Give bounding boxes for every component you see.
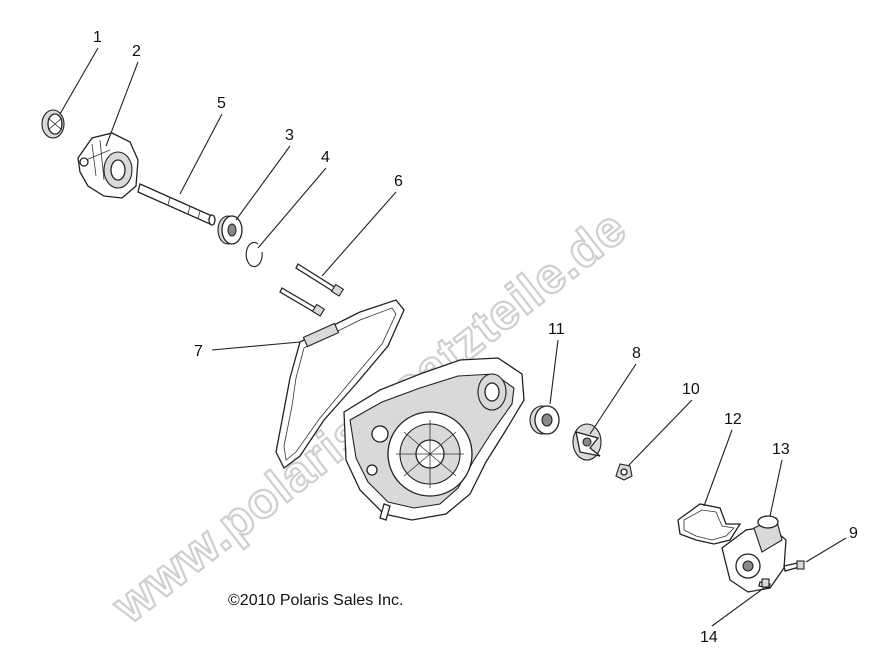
part-13-pump-cover [721, 515, 787, 593]
part-9-bolt [783, 560, 805, 572]
leader-9 [805, 537, 847, 563]
leader-5 [179, 113, 223, 195]
part-7-gasket [275, 299, 405, 469]
part-12-o-ring [677, 503, 742, 545]
leader-11 [549, 339, 559, 405]
part-6-bolts [279, 263, 345, 317]
callout-9: 9 [849, 525, 858, 542]
leader-3 [235, 145, 291, 221]
callout-5: 5 [217, 95, 226, 112]
leader-6 [321, 191, 397, 277]
part-3-bearing [217, 215, 243, 245]
part-10-nut [615, 463, 633, 481]
callout-7: 7 [194, 343, 203, 360]
leader-1 [59, 47, 99, 115]
leader-13 [769, 459, 783, 517]
part-11-seal [529, 405, 560, 435]
leader-12 [703, 429, 733, 507]
callout-2: 2 [132, 43, 141, 60]
leader-4 [257, 167, 327, 249]
part-2-pump-housing [77, 132, 139, 199]
callout-3: 3 [285, 127, 294, 144]
leader-8 [589, 363, 637, 435]
leader-14 [711, 587, 765, 627]
callout-11: 11 [548, 321, 565, 338]
part-4-snap-ring [245, 242, 263, 268]
callout-4: 4 [321, 149, 330, 166]
callout-13: 13 [772, 441, 790, 458]
callout-12: 12 [724, 411, 742, 428]
crankcase-cover [343, 357, 525, 521]
callout-labels: 1 2 3 4 5 6 7 8 9 10 11 12 13 14 [93, 29, 858, 646]
part-8-impeller [572, 423, 602, 461]
leader-2 [105, 61, 139, 147]
callout-6: 6 [394, 173, 403, 190]
leader-7 [211, 341, 301, 351]
part-14-bolt [758, 578, 771, 589]
part-5-shaft [137, 183, 216, 226]
part-1-drive-gear [41, 109, 65, 139]
callout-10: 10 [682, 381, 700, 398]
leader-lines [59, 47, 847, 627]
callout-8: 8 [632, 345, 641, 362]
callout-1: 1 [93, 29, 102, 46]
copyright-notice: ©2010 Polaris Sales Inc. [228, 592, 404, 609]
leader-10 [627, 399, 693, 467]
callout-14: 14 [700, 629, 718, 646]
